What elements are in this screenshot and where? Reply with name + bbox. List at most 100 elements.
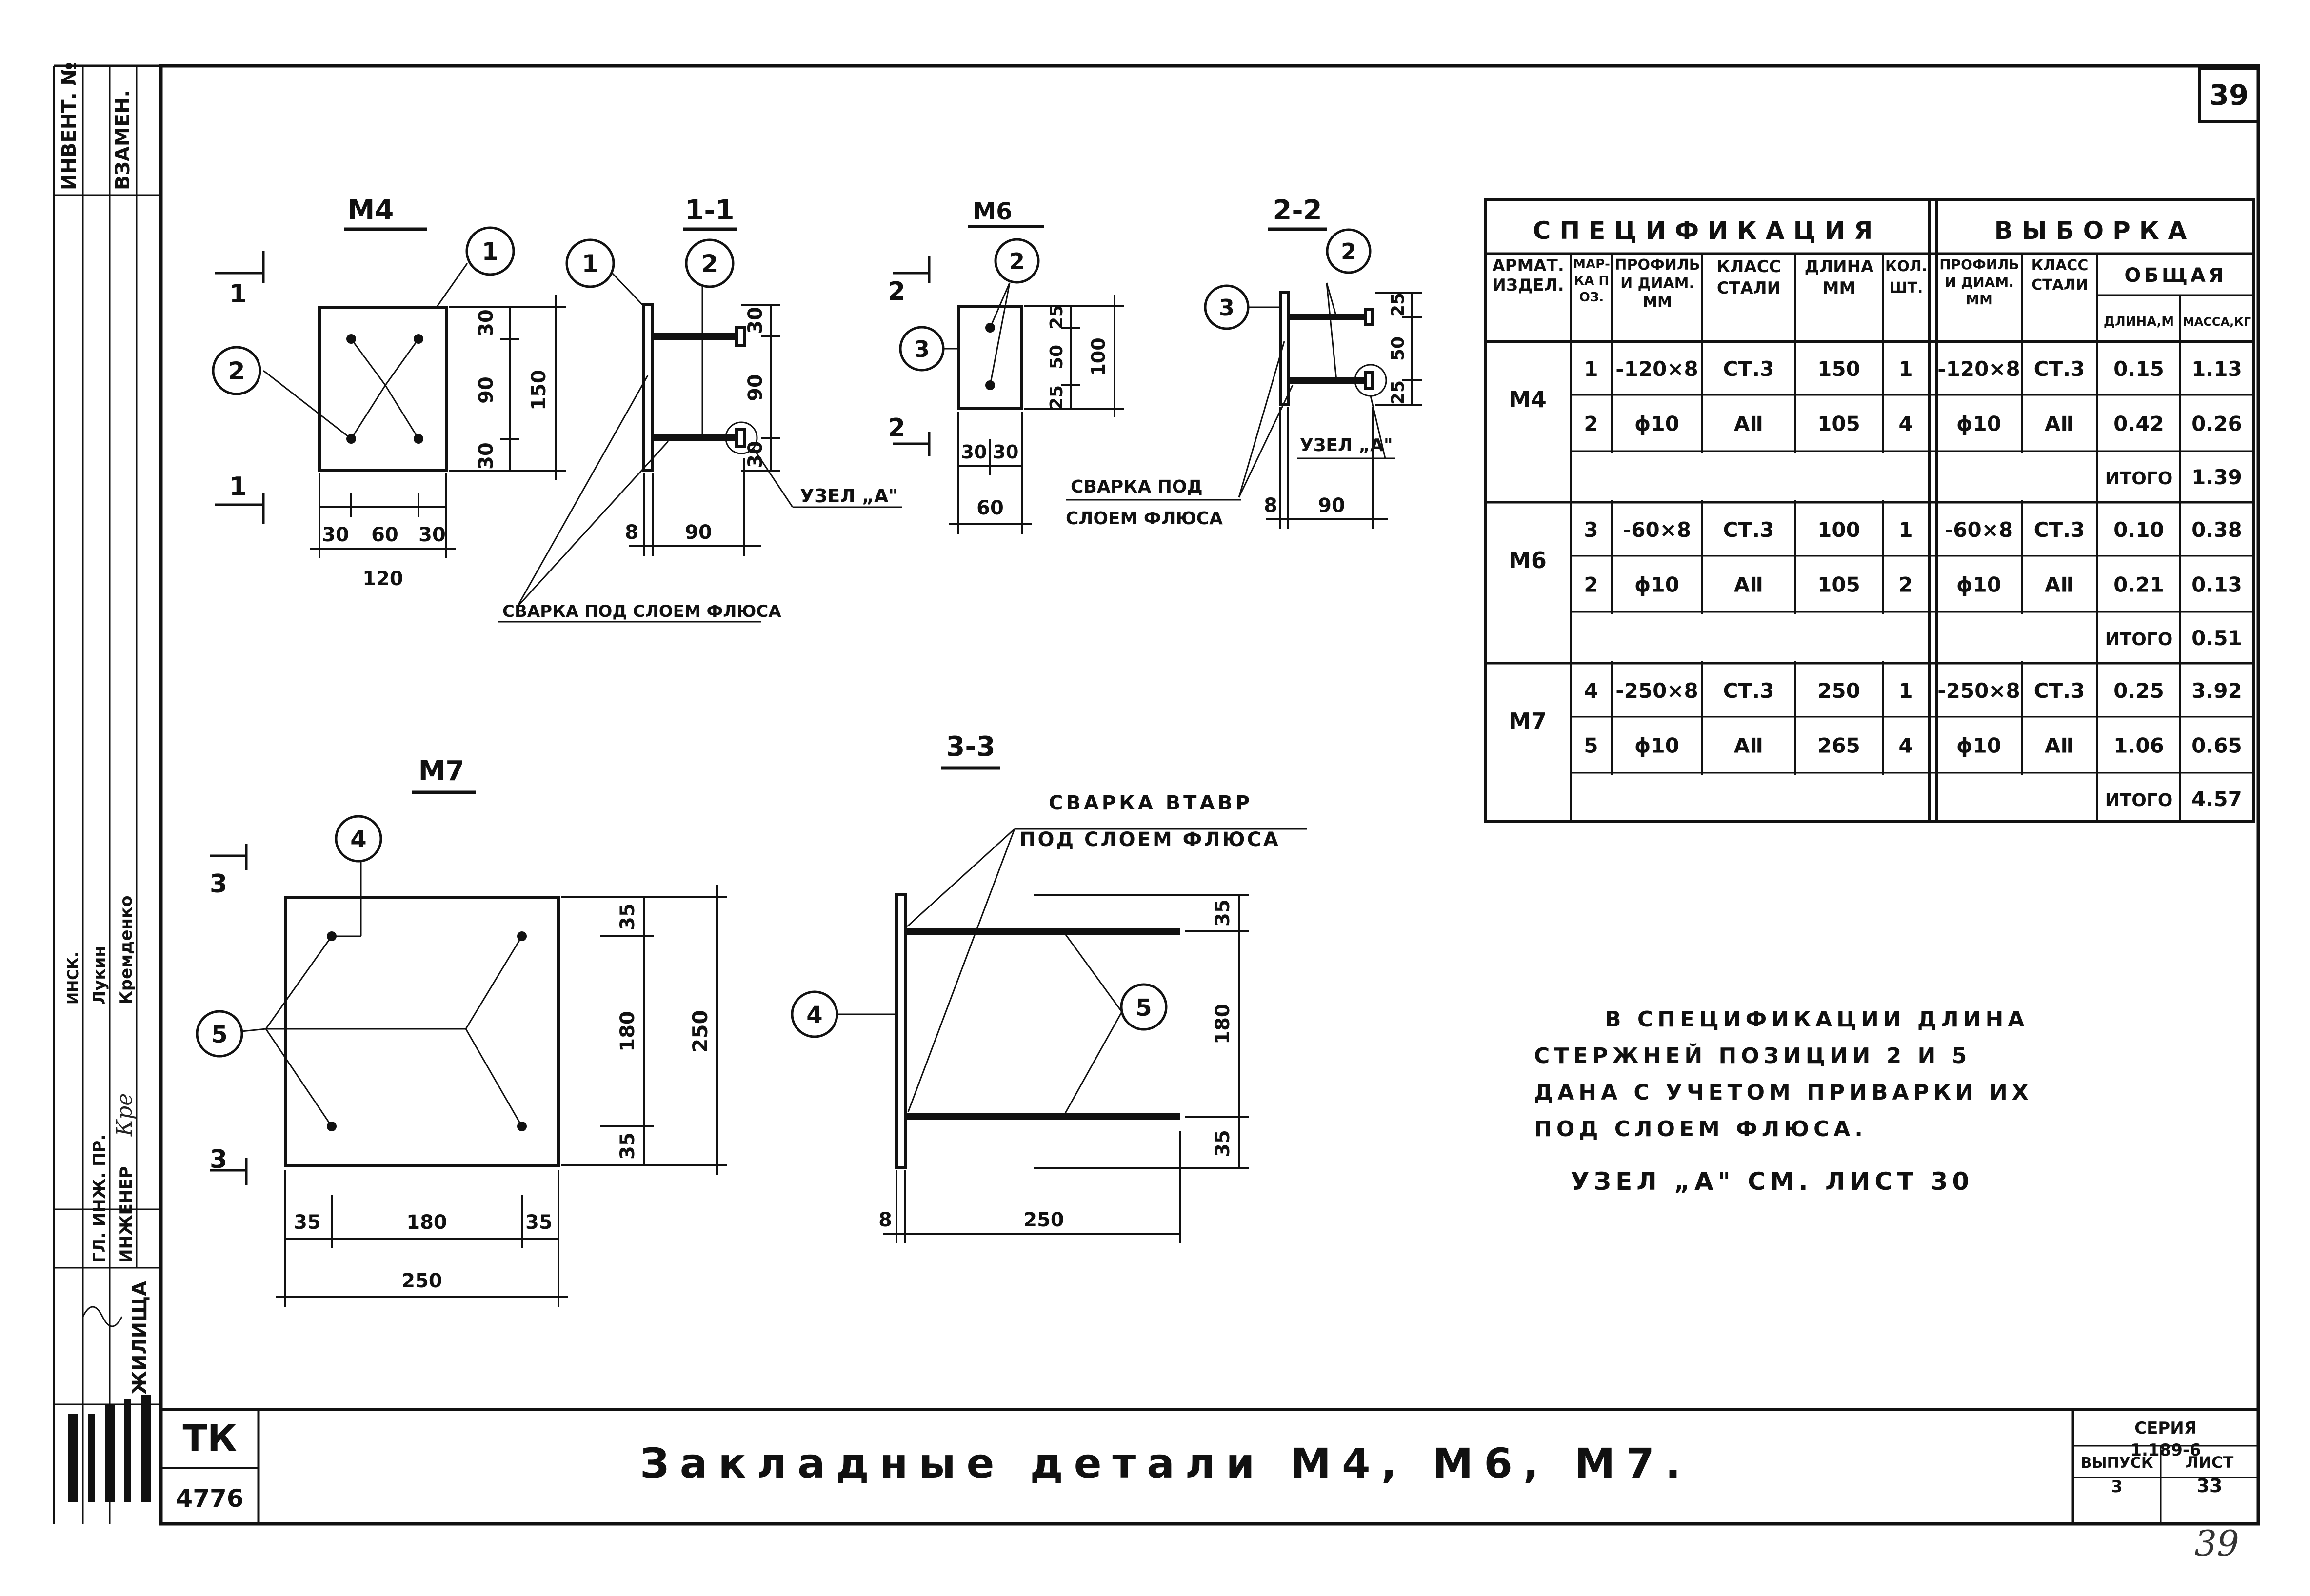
spec-cell-profile: -250×8	[1615, 679, 1698, 703]
m7-callout-5	[196, 1010, 243, 1058]
spec-cell-kol: 1	[1898, 357, 1912, 381]
m4-dim-w-2: 30	[418, 524, 446, 546]
spec-cell-len-m: 1.06	[2113, 734, 2164, 758]
spec-cell-v-profile: -60×8	[1945, 518, 2013, 542]
spec-cell-mass: 3.92	[2191, 679, 2242, 703]
series-value: 1.189-6	[2130, 1440, 2201, 1460]
issue-label: ВЫПУСК	[2081, 1455, 2153, 1472]
hdr-profile: ПРОФИЛЬ И ДИАМ. ММ	[1614, 256, 1700, 311]
spec-cell-v-profile: ϕ10	[1956, 412, 2001, 436]
s22-weld-line2: СЛОЕМ ФЛЮСА	[1066, 509, 1223, 529]
ing-name: Кремденко	[117, 896, 136, 1005]
hdr-v-profile: ПРОФИЛЬ И ДИАМ. ММ	[1939, 256, 2019, 308]
ing-signature: Кре	[112, 1093, 137, 1137]
spec-itogo-value: 0.51	[2191, 626, 2242, 650]
detail-m7: М7 3 3 35 180 35 250	[196, 755, 727, 1307]
note-line-1: В СПЕЦИФИКАЦИИ ДЛИНА	[1605, 1007, 2029, 1032]
m4-dim-h-2: 30	[475, 442, 498, 470]
hdr-izd: АРМАТ. ИЗДЕЛ.	[1492, 256, 1564, 295]
s33-dim-v-0: 35	[1212, 899, 1234, 926]
spec-cell-klass: АⅡ	[1734, 412, 1763, 436]
s22-weld-line1: СВАРКА ПОД	[1071, 477, 1203, 497]
spec-cell-klass: СТ.3	[1723, 357, 1774, 381]
spec-cell-profile: ϕ10	[1634, 412, 1679, 436]
m7-dim-w-0: 35	[294, 1211, 321, 1234]
m6-dim-total-h: 100	[1088, 337, 1109, 376]
spec-cell-kol: 1	[1898, 518, 1912, 542]
section-2-2: 2-2 25 50 25 8 90 УЗЕЛ „А" СВАРКА ПОД	[1066, 195, 1422, 529]
s33-callout-4-label: 4	[806, 1002, 822, 1029]
m6-callout-2-label: 2	[1009, 248, 1025, 275]
spec-group-name: М7	[1509, 708, 1547, 734]
s22-plate	[1279, 291, 1290, 406]
sheet-title: Закладные детали М4, М6, М7.	[640, 1439, 1692, 1487]
m6-title: М6	[973, 198, 1012, 225]
s11-callout-1-label: 1	[582, 250, 599, 278]
spec-cell-v-klass: СТ.3	[2034, 679, 2085, 703]
spec-cell-v-klass: АⅡ	[2045, 734, 2074, 758]
s33-dim-len: 250	[1023, 1209, 1064, 1231]
spec-cell-profile: -60×8	[1623, 518, 1691, 542]
s22-dim-v-0: 25	[1388, 293, 1408, 317]
m7-section-mark-bottom: 3	[210, 1145, 227, 1174]
s11-dim-len: 90	[685, 521, 712, 544]
s22-callout-2-label: 2	[1341, 238, 1356, 265]
m7-dim-v-0: 35	[617, 903, 639, 930]
m4-dim-w-1: 60	[371, 524, 398, 546]
spec-cell-v-klass: СТ.3	[2034, 518, 2085, 542]
s11-callout-2-label: 2	[701, 250, 718, 278]
m4-callout-2-label: 2	[228, 357, 245, 385]
spec-cell-v-profile: -120×8	[1937, 357, 2020, 381]
s33-dim-v-1: 180	[1212, 1004, 1234, 1044]
spec-cell-kol: 4	[1898, 734, 1912, 758]
spec-itogo-label: ИТОГО	[2105, 469, 2173, 489]
note-block: В СПЕЦИФИКАЦИИ ДЛИНА СТЕРЖНЕЙ ПОЗИЦИИ 2 …	[1534, 1007, 2033, 1196]
hdr-dlina-m: ДЛИНА,М	[2104, 315, 2174, 329]
s11-dim-v-0: 30	[744, 307, 767, 334]
s33-weld-line2: ПОД СЛОЕМ ФЛЮСА	[1019, 828, 1280, 851]
spec-cell-dlina: 100	[1817, 518, 1860, 542]
m4-section-mark-top: 1	[229, 279, 247, 309]
m6-section-mark-top: 2	[888, 277, 905, 306]
m7-title: М7	[418, 755, 465, 787]
spec-cell-klass: СТ.3	[1723, 518, 1774, 542]
spec-cell-len-m: 0.15	[2113, 357, 2164, 381]
spec-cell-poz: 2	[1584, 573, 1598, 597]
spec-cell-klass: СТ.3	[1723, 679, 1774, 703]
spec-cell-v-profile: ϕ10	[1956, 573, 2001, 597]
spec-cell-dlina: 105	[1817, 573, 1860, 597]
series-label: СЕРИЯ	[2134, 1419, 2197, 1438]
m4-dim-total-w: 120	[362, 568, 403, 590]
spec-cell-dlina: 105	[1817, 412, 1860, 436]
vzamen-label: ВЗАМЕН.	[112, 90, 134, 190]
spec-cell-mass: 1.13	[2191, 357, 2242, 381]
issue-value: 3	[2111, 1477, 2123, 1497]
hdr-dlina: ДЛИНА ММ	[1804, 257, 1874, 298]
note-line-4: ПОД СЛОЕМ ФЛЮСА.	[1534, 1117, 1867, 1142]
ing-label: ИНЖЕНЕР	[117, 1166, 136, 1263]
m6-dim-w-1: 30	[993, 441, 1019, 463]
s33-dim-t: 8	[878, 1209, 892, 1231]
spec-cell-klass: АⅡ	[1734, 573, 1763, 597]
s11-node-label: УЗЕЛ „А"	[800, 485, 898, 507]
spec-cell-poz: 4	[1584, 679, 1598, 703]
m7-section-mark-top: 3	[210, 869, 227, 899]
s22-title: 2-2	[1273, 195, 1322, 226]
note-line-3: ДАНА С УЧЕТОМ ПРИВАРКИ ИХ	[1534, 1080, 2033, 1105]
spec-cell-v-klass: СТ.3	[2034, 357, 2085, 381]
spec-cell-poz: 2	[1584, 412, 1598, 436]
s33-callout-5	[1120, 983, 1168, 1031]
m7-callout-4-label: 4	[350, 826, 366, 853]
spec-cell-mass: 0.65	[2191, 734, 2242, 758]
m7-dim-total-w: 250	[401, 1270, 442, 1292]
m7-callout-4	[335, 815, 382, 863]
spec-cell-mass: 0.13	[2191, 573, 2242, 597]
sheet-number-top: 39	[2210, 79, 2249, 112]
m6-dim-w-0: 30	[961, 441, 987, 463]
s33-title: 3-3	[946, 731, 995, 763]
spec-itogo-label: ИТОГО	[2105, 790, 2173, 810]
m7-plate	[284, 896, 560, 1167]
spec-cell-kol: 2	[1898, 573, 1912, 597]
s11-weld-label: СВАРКА ПОД СЛОЕМ ФЛЮСА	[502, 602, 781, 621]
spec-cell-kol: 1	[1898, 679, 1912, 703]
